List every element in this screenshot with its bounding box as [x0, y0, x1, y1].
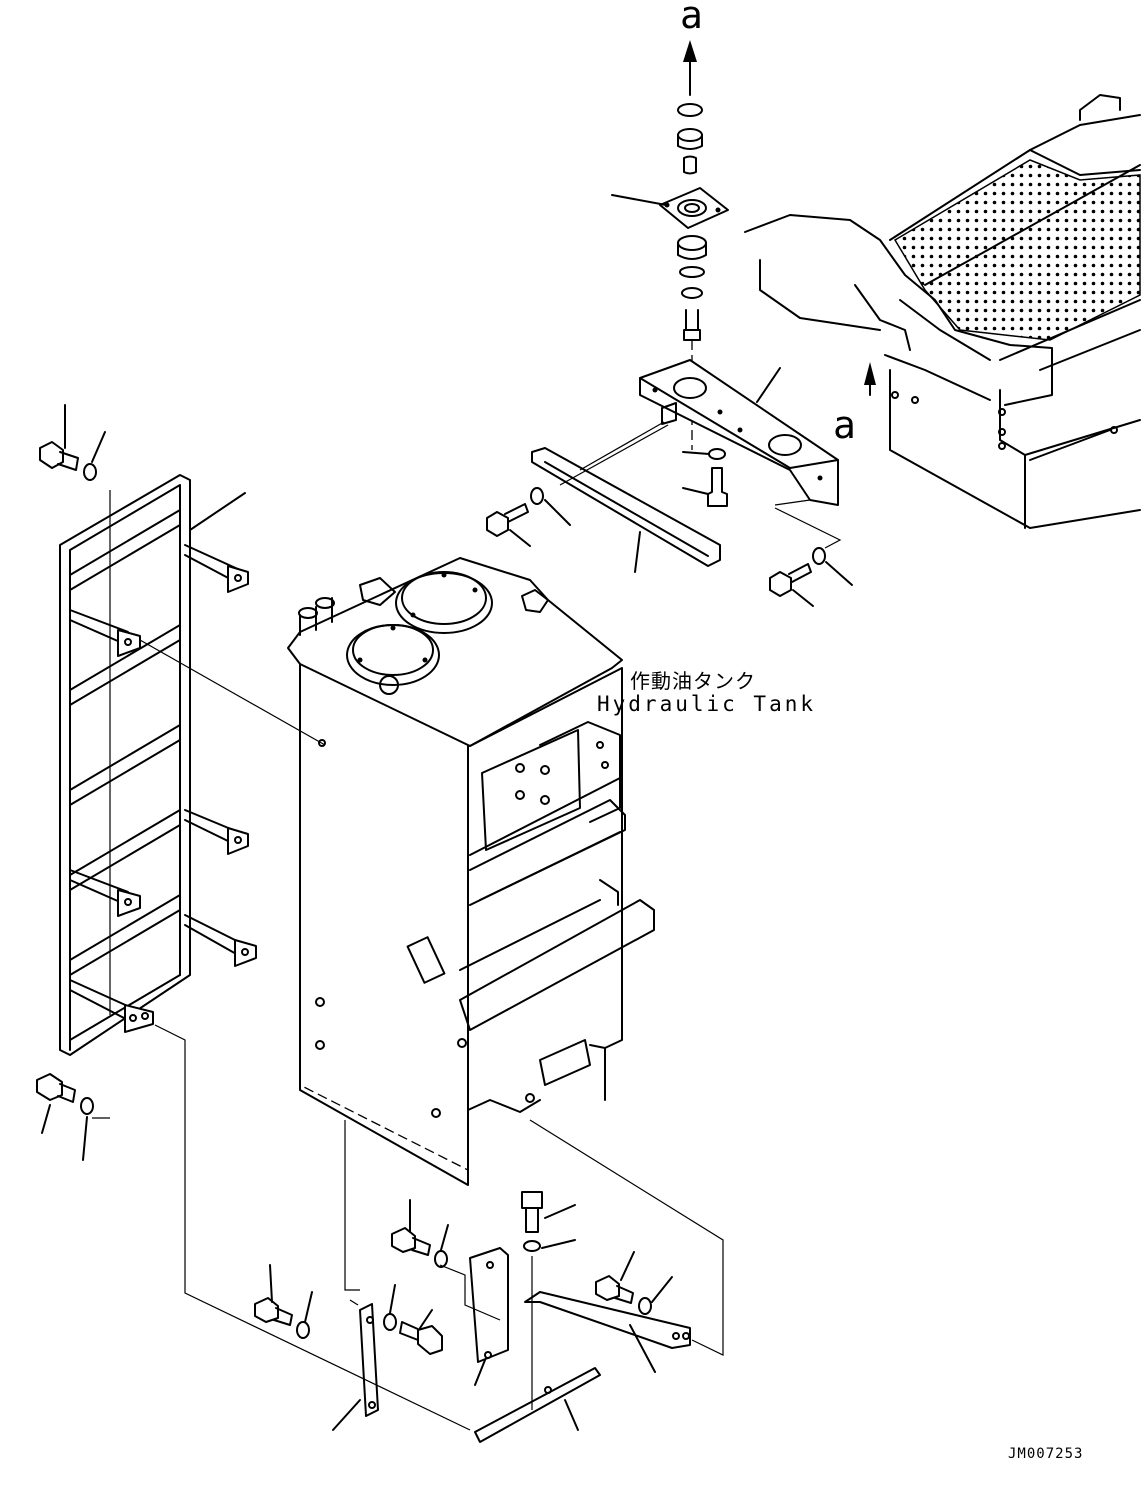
leader-line — [756, 367, 781, 403]
bracket-fasteners — [682, 448, 811, 507]
hydraulic-tank — [287, 557, 655, 1186]
ladder-fasteners-bottom — [36, 1073, 110, 1161]
mount-bracket — [639, 359, 839, 506]
lower-brackets — [332, 1247, 691, 1443]
channel-fasteners — [486, 487, 571, 547]
channel-bracket — [531, 421, 721, 573]
view-reference-label-top: a — [680, 0, 703, 37]
machine-deck — [744, 94, 1141, 529]
tank-label-japanese: 作動油タンク — [630, 669, 756, 693]
arrow-up-icon — [864, 362, 876, 385]
tank-label-english: Hydraulic Tank — [597, 692, 817, 716]
leader-line — [634, 531, 641, 573]
ladder-fasteners-top — [39, 404, 111, 1015]
leader-line — [189, 492, 246, 531]
lower-fasteners — [254, 1191, 673, 1355]
drawing-code: JM007253 — [1008, 1446, 1084, 1462]
arrow-up-icon — [683, 40, 697, 62]
view-reference-label-right: a — [833, 403, 856, 447]
ladder — [59, 474, 326, 1056]
bracket-side-fasteners — [769, 507, 853, 607]
leader-line — [611, 194, 667, 206]
assembly-lines — [154, 424, 724, 1431]
perforated-grating — [893, 159, 1141, 341]
